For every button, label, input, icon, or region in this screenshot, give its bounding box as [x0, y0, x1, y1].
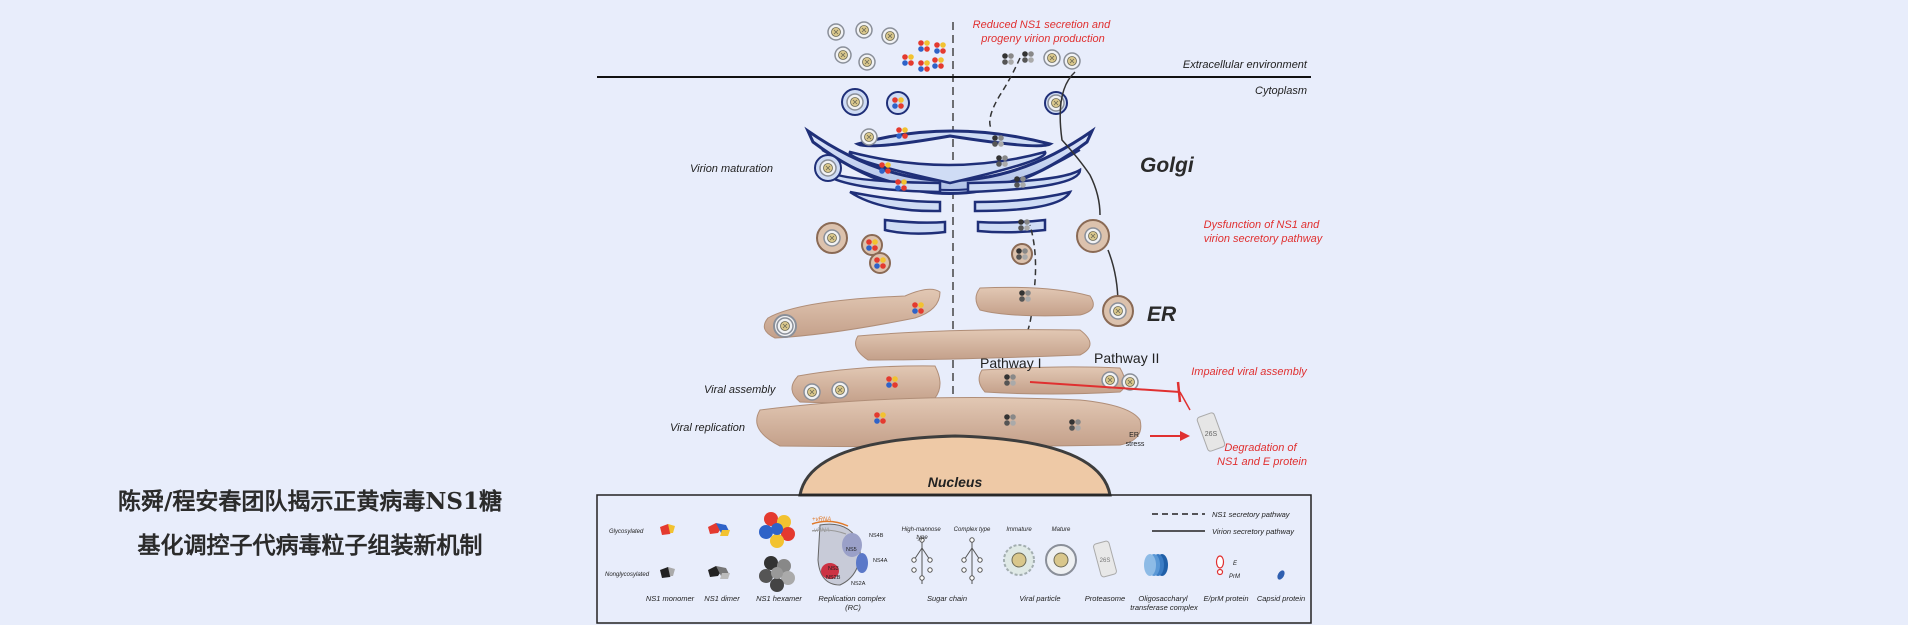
legend-ns1-hexamer: NS1 hexamer [756, 594, 802, 603]
svg-text:26S: 26S [1205, 431, 1218, 438]
rc-ns4b: NS4B [869, 533, 884, 539]
legend-ns1-pathway: NS1 secretory pathway [1212, 510, 1291, 519]
capsid-protein-icon [1277, 570, 1285, 580]
legend-glycosylated: Glycosylated [609, 529, 644, 535]
degradation-annotation: Degradation of NS1 and E protein [1217, 442, 1307, 468]
headline-line-1: 陈舜/程安春团队揭示正黄病毒NS1糖 [117, 488, 503, 515]
legend-high-mannose: High-mannose type [902, 527, 943, 541]
rc-ns5: NS5 [846, 547, 857, 553]
rc-ns4a: NS4A [873, 558, 888, 564]
legend-mature: Mature [1052, 527, 1071, 533]
rc-minus-vrna: -vRNA [812, 528, 830, 534]
golgi-apparatus [804, 126, 1096, 235]
ns1-hexamer-icon [759, 512, 795, 592]
legend-virion-pathway: Virion secretory pathway [1212, 527, 1295, 536]
legend-immature: Immature [1006, 527, 1032, 533]
legend-capsid: Capsid protein [1257, 594, 1305, 603]
legend: Glycosylated Nonglycosylated NS1 monomer… [596, 494, 1312, 624]
legend-eprm: E/prM protein [1203, 594, 1248, 603]
legend-ns1-dimer: NS1 dimer [704, 594, 740, 603]
impaired-assembly-line-2 [1179, 391, 1191, 411]
legend-complex-type: Complex type [954, 527, 991, 533]
proteasome-legend-icon: 26S [1093, 540, 1117, 578]
pathway-1-label: Pathway I [980, 355, 1041, 371]
pathway-2-label: Pathway II [1094, 350, 1159, 366]
impaired-assembly-annotation: Impaired viral assembly [1191, 366, 1308, 378]
dysfunction-annotation: Dysfunction of NS1 and virion secretory … [1204, 219, 1324, 245]
rc-ns3: NS3 [828, 566, 839, 572]
reduced-secretion-annotation: Reduced NS1 secretion and progeny virion… [973, 19, 1114, 45]
nucleus-label: Nucleus [928, 474, 983, 490]
legend-sugar-chain: Sugar chain [927, 594, 967, 603]
sugar-chain-icons [911, 537, 983, 584]
legend-ns1-monomer: NS1 monomer [646, 594, 695, 603]
legend-ost: Oligosaccharyl transferase complex [1130, 594, 1198, 612]
replication-complex-icon [811, 520, 868, 586]
impaired-assembly-inhibitor [1029, 381, 1181, 393]
proteasome: 26S [1196, 412, 1226, 452]
cytoplasm-label: Cytoplasm [1255, 85, 1307, 97]
rc-plus-vrna: +vRNA [812, 517, 831, 523]
rc-ns2b: NS2B [826, 575, 841, 581]
extracellular-label: Extracellular environment [1183, 59, 1308, 71]
headline: 陈舜/程安春团队揭示正黄病毒NS1糖 基化调控子代病毒粒子组装新机制 [40, 480, 580, 568]
er-label: ER [1147, 303, 1177, 326]
degradation-arrowhead [1180, 431, 1190, 441]
viral-assembly-label: Viral assembly [704, 384, 777, 396]
legend-nonglycosylated: Nonglycosylated [605, 572, 650, 578]
er-stress-label: ER stress [1126, 432, 1145, 448]
rc-ns2a: NS2A [851, 581, 866, 587]
impaired-assembly-bar [1176, 381, 1182, 403]
legend-prm-tag: PrM [1229, 574, 1240, 580]
legend-rc: Replication complex (RC) [818, 594, 887, 612]
nucleus [798, 434, 1112, 497]
legend-proteasome: Proteasome [1085, 594, 1125, 603]
legend-e-tag: E [1233, 561, 1238, 567]
golgi-label: Golgi [1140, 154, 1195, 177]
golgi-vesicles [814, 88, 1110, 274]
ns1-dimer-icon [708, 523, 730, 579]
endoplasmic-reticulum [756, 286, 1142, 448]
virion-secretory-route [1059, 71, 1119, 306]
headline-line-2: 基化调控子代病毒粒子组装新机制 [137, 532, 483, 559]
ost-complex-icon [1144, 554, 1168, 576]
virion-maturation-label: Virion maturation [690, 163, 773, 175]
legend-viral-particle: Viral particle [1019, 594, 1060, 603]
viral-replication-label: Viral replication [670, 422, 745, 434]
eprm-protein-icon [1215, 555, 1225, 576]
ns1-monomer-icon [660, 524, 675, 578]
viral-particle-icons [1003, 544, 1077, 576]
svg-text:26S: 26S [1100, 558, 1111, 564]
